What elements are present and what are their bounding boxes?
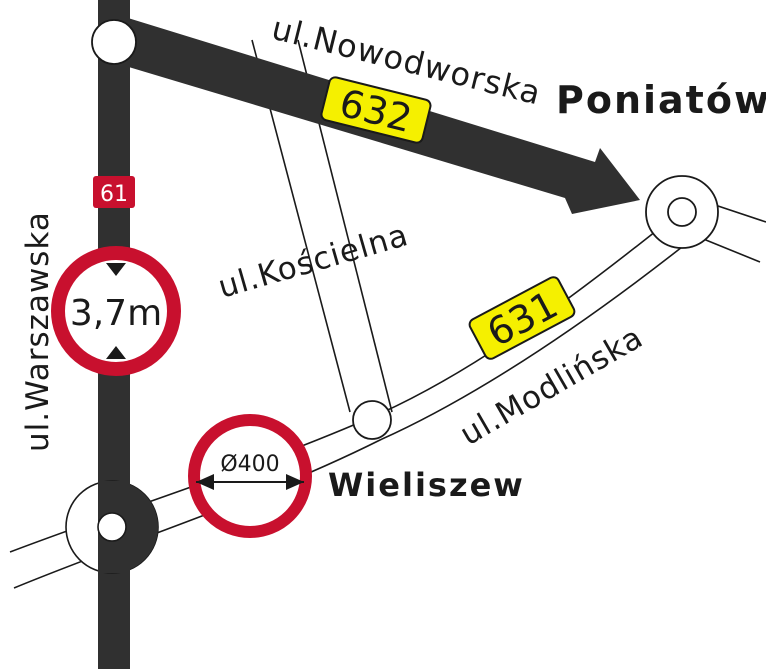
height-limit-label: 3,7m	[70, 293, 162, 334]
roundabout-bottom	[65, 480, 159, 574]
diameter-limit-sign: Ø400	[188, 414, 312, 538]
roundabout-top	[91, 19, 137, 65]
route-sign-61: 61	[93, 176, 135, 208]
label-warszawska: ul.Warszawska	[20, 211, 56, 452]
label-poniatow: Poniatów	[556, 78, 766, 122]
height-limit-sign: 3,7m	[51, 246, 181, 376]
roundabout-koscielna	[352, 400, 392, 440]
roundabout-right	[645, 175, 719, 249]
route-61-label: 61	[100, 182, 128, 207]
label-wieliszew: Wieliszew	[328, 466, 525, 504]
diameter-limit-label: Ø400	[220, 452, 279, 477]
label-koscielna: ul.Kościelna	[214, 217, 412, 306]
